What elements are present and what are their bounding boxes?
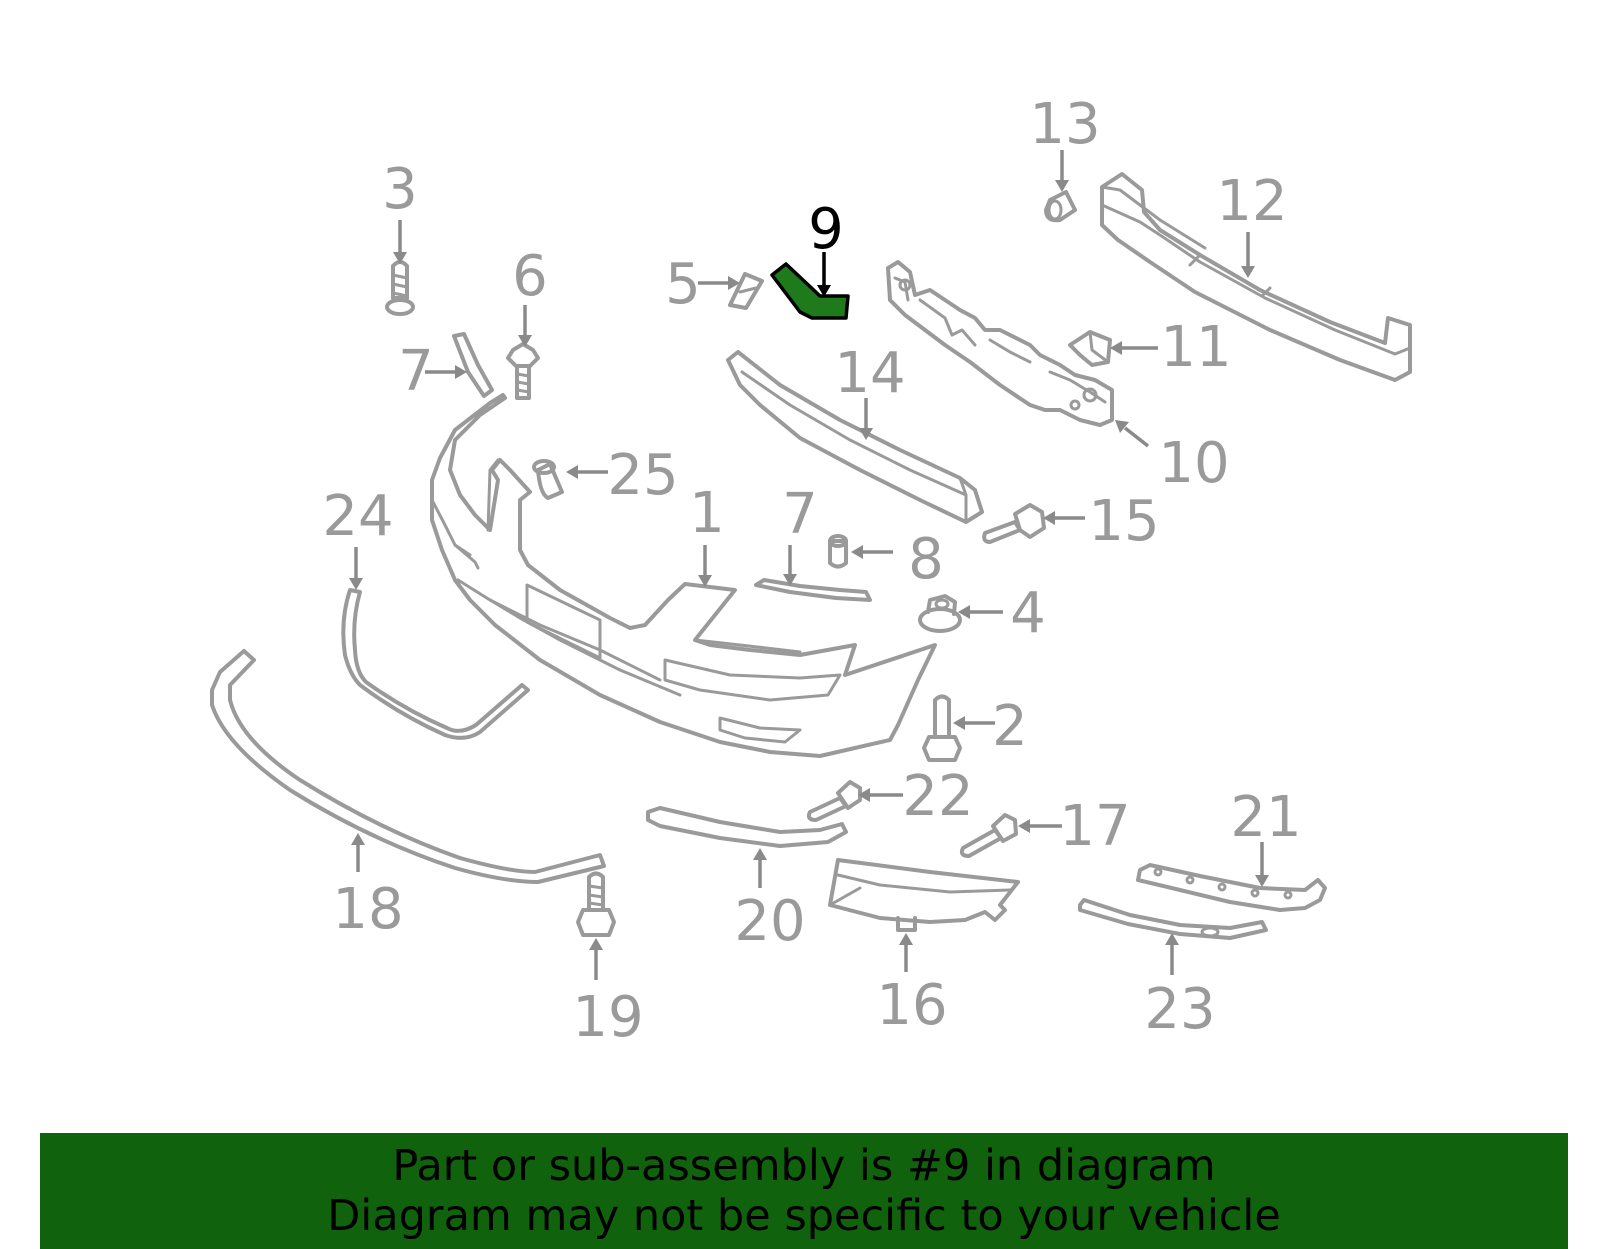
part-19-bolt[interactable] — [576, 871, 616, 937]
part-5-clip[interactable] — [728, 272, 764, 310]
callout-4[interactable]: 4 — [1010, 581, 1046, 646]
callout-25[interactable]: 25 — [607, 443, 678, 508]
callout-17[interactable]: 17 — [1059, 794, 1130, 859]
callout-23[interactable]: 23 — [1144, 977, 1215, 1042]
part-8-plug[interactable] — [828, 534, 848, 569]
part-7-right-strip[interactable] — [754, 578, 872, 602]
part-3-screw[interactable] — [385, 260, 415, 316]
banner-line-part-number: Part or sub-assembly is #9 in diagram — [392, 1141, 1216, 1191]
callout-7-left[interactable]: 7 — [398, 339, 434, 404]
callout-19[interactable]: 19 — [572, 985, 643, 1050]
callout-2[interactable]: 2 — [992, 694, 1028, 759]
part-21-molding[interactable] — [1136, 863, 1327, 912]
part-25-bushing[interactable] — [532, 459, 564, 500]
callout-8[interactable]: 8 — [908, 527, 944, 592]
callout-5[interactable]: 5 — [665, 252, 701, 317]
callout-14[interactable]: 14 — [834, 341, 905, 406]
info-banner: Part or sub-assembly is #9 in diagram Di… — [40, 1133, 1568, 1249]
part-7-left-strip[interactable] — [452, 332, 494, 398]
part-11-clip[interactable] — [1068, 330, 1112, 367]
callout-22[interactable]: 22 — [902, 764, 973, 829]
callout-7-right[interactable]: 7 — [782, 482, 818, 547]
part-23-molding[interactable] — [1078, 898, 1268, 940]
callout-10[interactable]: 10 — [1158, 431, 1229, 496]
callout-15[interactable]: 15 — [1088, 489, 1159, 554]
callout-24[interactable]: 24 — [322, 484, 393, 549]
part-4-nut[interactable] — [918, 594, 962, 633]
part-13-spacer[interactable] — [1044, 190, 1077, 223]
callout-9-highlighted[interactable]: 9 — [808, 197, 844, 262]
part-24-weatherstrip[interactable] — [341, 588, 530, 740]
callout-16[interactable]: 16 — [876, 973, 947, 1038]
callout-18[interactable]: 18 — [332, 877, 403, 942]
callout-12[interactable]: 12 — [1216, 169, 1287, 234]
part-22-screw[interactable] — [806, 780, 862, 822]
banner-line-disclaimer: Diagram may not be specific to your vehi… — [327, 1191, 1281, 1241]
callout-1[interactable]: 1 — [689, 481, 725, 546]
callout-13[interactable]: 13 — [1029, 92, 1100, 157]
part-14-grille[interactable] — [726, 350, 984, 524]
part-2-bolt[interactable] — [922, 694, 962, 762]
callout-20[interactable]: 20 — [734, 889, 805, 954]
callout-6[interactable]: 6 — [512, 244, 548, 309]
callout-labels: 3 6 7 5 9 13 12 11 14 10 25 15 1 7 8 24 … — [322, 92, 1301, 1050]
part-12-reinforcement-beam[interactable] — [1100, 172, 1412, 382]
part-6-bolt[interactable] — [506, 342, 540, 400]
part-20-molding[interactable] — [646, 806, 848, 848]
part-10-bracket[interactable] — [886, 260, 1114, 427]
callout-arrows — [349, 150, 1269, 980]
callout-3[interactable]: 3 — [382, 157, 418, 222]
part-1-bumper-cover[interactable] — [430, 393, 937, 758]
callout-21[interactable]: 21 — [1230, 785, 1301, 850]
callout-11[interactable]: 11 — [1160, 315, 1231, 380]
part-16-bezel[interactable] — [828, 858, 1020, 932]
part-17-screw[interactable] — [959, 813, 1018, 858]
part-9-bracket-highlighted[interactable] — [770, 262, 850, 320]
part-18-lower-strip[interactable] — [210, 649, 606, 884]
part-15-bolt[interactable] — [982, 503, 1046, 544]
